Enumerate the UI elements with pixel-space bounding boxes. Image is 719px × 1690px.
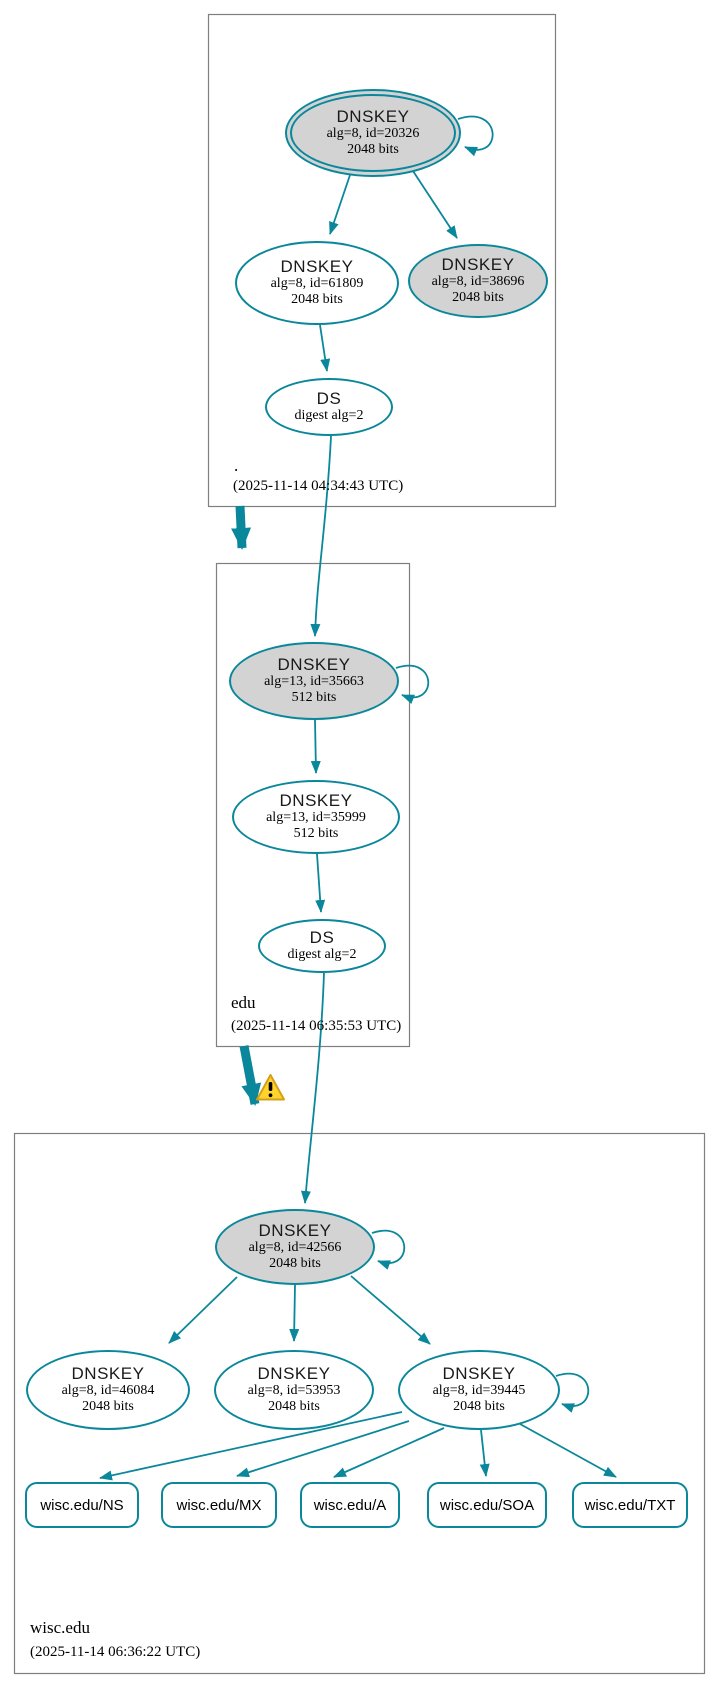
node-title: DNSKEY — [442, 1364, 516, 1384]
delegation-arrow-root-to-edu — [231, 505, 252, 550]
node-alg: alg=8, id=46084 — [61, 1383, 155, 1399]
edge-zsk3-to-rrset-soa — [479, 1429, 490, 1477]
edge-root-ksk-to-zsk — [329, 174, 351, 235]
node-alg: alg=13, id=35663 — [264, 674, 364, 690]
rrset-wisc-edu-a[interactable]: wisc.edu/A — [300, 1482, 400, 1528]
node-alg: alg=8, id=42566 — [248, 1240, 342, 1256]
node-alg: alg=8, id=20326 — [326, 126, 420, 142]
node-bits: 2048 bits — [291, 291, 343, 307]
edge-zsk3-to-rrset-ns — [99, 1411, 403, 1481]
self-sign-loop-wisc-zsk3 — [555, 1372, 590, 1413]
node-alg: alg=8, id=38696 — [431, 274, 525, 290]
node-alg: alg=8, id=53953 — [247, 1383, 341, 1399]
self-sign-loop-root-ksk — [457, 115, 494, 157]
rrset-wisc-edu-ns[interactable]: wisc.edu/NS — [25, 1482, 139, 1528]
delegation-arrow-edu-to-wisc — [239, 1045, 262, 1106]
warning-icon — [256, 1074, 285, 1101]
edge-wisc-ksk-to-zsk1 — [168, 1276, 238, 1344]
node-bits: 512 bits — [293, 825, 339, 841]
node-bits: 512 bits — [291, 689, 337, 705]
node-title: DNSKEY — [71, 1364, 145, 1384]
node-title: DNSKEY — [280, 257, 354, 277]
wisc-zsk1-dnskey-node[interactable]: DNSKEY alg=8, id=46084 2048 bits — [26, 1350, 190, 1430]
node-alg: alg=13, id=35999 — [266, 810, 366, 826]
node-title: DNSKEY — [257, 1364, 331, 1384]
node-bits: 2048 bits — [452, 289, 504, 305]
self-sign-loop-edu-ksk — [395, 664, 430, 704]
node-title: DNSKEY — [277, 655, 351, 675]
zone-box-root — [207, 13, 557, 508]
edge-root-ds-to-edu-ksk — [310, 435, 332, 637]
wisc-zsk2-dnskey-node[interactable]: DNSKEY alg=8, id=53953 2048 bits — [214, 1350, 374, 1430]
rrset-wisc-edu-txt[interactable]: wisc.edu/TXT — [572, 1482, 688, 1528]
wisc-zsk3-dnskey-node[interactable]: DNSKEY alg=8, id=39445 2048 bits — [398, 1350, 560, 1430]
node-bits: 2048 bits — [268, 1398, 320, 1414]
zone-name-root: . — [234, 456, 239, 475]
edu-zsk-dnskey-node[interactable]: DNSKEY alg=13, id=35999 512 bits — [232, 780, 400, 854]
node-bits: 2048 bits — [453, 1398, 505, 1414]
root-ksk-dnskey-node[interactable]: DNSKEY alg=8, id=20326 2048 bits — [285, 89, 461, 177]
zone-timestamp-root: (2025-11-14 04:34:43 UTC) — [233, 478, 404, 494]
node-alg: digest alg=2 — [294, 408, 364, 424]
edge-edu-ds-to-wisc-ksk — [300, 972, 325, 1204]
edge-zsk3-to-rrset-txt — [519, 1423, 617, 1478]
zone-timestamp-edu: (2025-11-14 06:35:53 UTC) — [231, 1018, 402, 1034]
edge-wisc-ksk-to-zsk2 — [289, 1284, 300, 1342]
edu-ds-node[interactable]: DS digest alg=2 — [258, 919, 386, 973]
self-sign-loop-wisc-ksk — [371, 1229, 406, 1270]
root-ds-node[interactable]: DS digest alg=2 — [265, 378, 393, 436]
node-title: DNSKEY — [258, 1221, 332, 1241]
node-bits: 2048 bits — [347, 141, 399, 157]
zone-name-edu: edu — [231, 993, 256, 1012]
node-title: DS — [316, 389, 342, 409]
edge-root-ksk-to-standby — [412, 170, 458, 239]
node-title: DNSKEY — [441, 255, 515, 275]
node-alg: alg=8, id=39445 — [432, 1383, 526, 1399]
zone-box-edu — [215, 562, 411, 1048]
root-standby-dnskey-node[interactable]: DNSKEY alg=8, id=38696 2048 bits — [408, 244, 548, 318]
node-title: DNSKEY — [279, 791, 353, 811]
edge-zsk3-to-rrset-mx — [236, 1420, 410, 1478]
edge-wisc-ksk-to-zsk3 — [350, 1275, 431, 1345]
wisc-ksk-dnskey-node[interactable]: DNSKEY alg=8, id=42566 2048 bits — [215, 1209, 375, 1285]
edu-ksk-dnskey-node[interactable]: DNSKEY alg=13, id=35663 512 bits — [229, 642, 399, 720]
edge-edu-zsk-to-ds — [315, 853, 326, 913]
node-bits: 2048 bits — [269, 1255, 321, 1271]
node-alg: digest alg=2 — [287, 947, 357, 963]
zone-name-wisc-edu: wisc.edu — [30, 1618, 90, 1637]
node-title: DNSKEY — [336, 107, 410, 127]
edge-zsk3-to-rrset-a — [333, 1427, 445, 1478]
node-title: DS — [309, 928, 335, 948]
rrset-wisc-edu-soa[interactable]: wisc.edu/SOA — [427, 1482, 547, 1528]
rrset-wisc-edu-mx[interactable]: wisc.edu/MX — [161, 1482, 277, 1528]
edge-edu-ksk-to-zsk — [310, 719, 321, 774]
node-bits: 2048 bits — [82, 1398, 134, 1414]
zone-box-wisc-edu — [13, 1132, 706, 1675]
node-alg: alg=8, id=61809 — [270, 276, 364, 292]
zone-timestamp-wisc-edu: (2025-11-14 06:36:22 UTC) — [30, 1644, 201, 1660]
root-zsk-dnskey-node[interactable]: DNSKEY alg=8, id=61809 2048 bits — [235, 241, 399, 325]
edge-root-zsk-to-ds — [319, 324, 331, 372]
